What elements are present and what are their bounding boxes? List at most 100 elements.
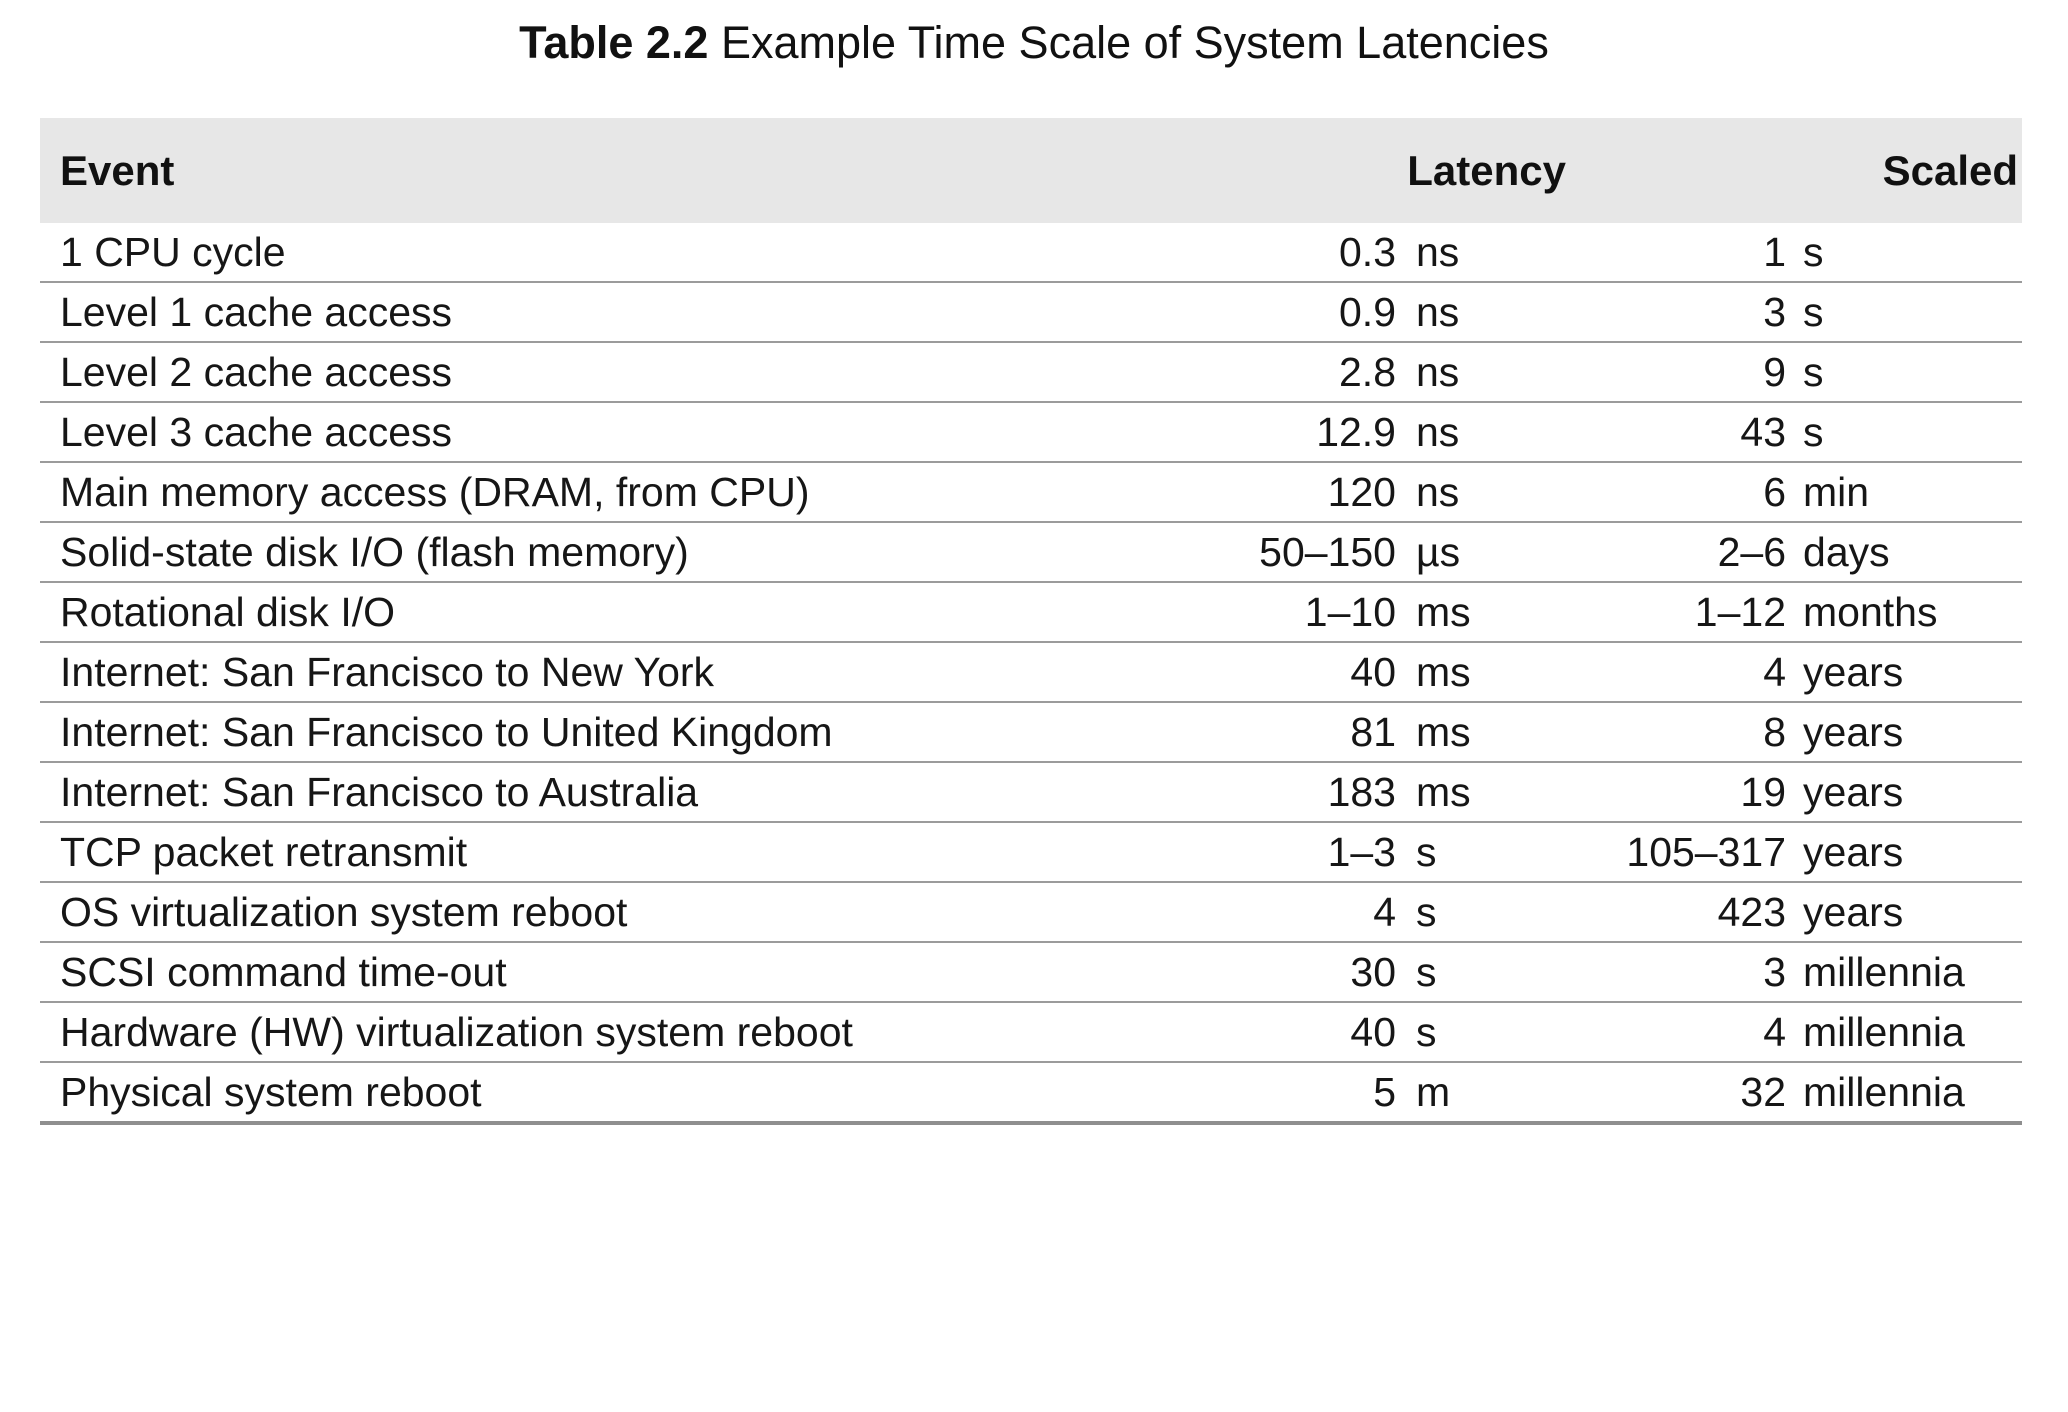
cell-scaled-value: 32 xyxy=(1740,1068,1787,1115)
cell-scaled-value: 8 xyxy=(1763,708,1787,755)
table-row: Internet: San Francisco to Australia 183 m… xyxy=(40,762,2023,822)
cell-scaled-value: 105–317 xyxy=(1626,828,1787,875)
table-row: Internet: San Francisco to New York 40 ms 4… xyxy=(40,642,2023,702)
cell-latency-value: 2.8 xyxy=(1339,348,1396,395)
cell-latency-unit: m xyxy=(1416,1068,1451,1115)
cell-event: Internet: San Francisco to New York xyxy=(60,648,715,695)
table-row: Hardware (HW) virtualization system rebo… xyxy=(40,1002,2023,1062)
cell-event: Internet: San Francisco to United Kingdo… xyxy=(60,708,833,755)
cell-scaled-unit: years xyxy=(1803,648,1904,695)
cell-latency-unit: ms xyxy=(1416,708,1471,755)
table-row: Internet: San Francisco to United Kingdo… xyxy=(40,702,2023,762)
cell-scaled-value: 9 xyxy=(1763,348,1787,395)
table-row: Solid-state disk I/O (flash memory) 50–15… xyxy=(40,522,2023,582)
cell-latency-unit: s xyxy=(1416,1008,1437,1055)
cell-latency-value: 0.3 xyxy=(1339,228,1396,275)
cell-event: Hardware (HW) virtualization system rebo… xyxy=(60,1008,853,1055)
cell-event: TCP packet retransmit xyxy=(60,828,468,875)
cell-latency-value: 40 xyxy=(1350,1008,1396,1055)
cell-event: Level 3 cache access xyxy=(60,408,453,455)
cell-scaled-value: 423 xyxy=(1717,888,1787,935)
cell-latency-unit: ms xyxy=(1416,588,1471,635)
cell-event: Main memory access (DRAM, from CPU) xyxy=(60,468,810,515)
cell-scaled-value: 4 xyxy=(1763,1008,1787,1055)
cell-latency-unit: ns xyxy=(1416,348,1460,395)
cell-latency-unit: ns xyxy=(1416,288,1460,335)
cell-scaled-unit: days xyxy=(1803,528,1890,575)
cell-scaled-unit: millennia xyxy=(1803,1008,1965,1055)
cell-scaled-unit: s xyxy=(1803,348,1824,395)
cell-latency-value: 30 xyxy=(1350,948,1396,995)
cell-event: Internet: San Francisco to Australia xyxy=(60,768,699,815)
cell-scaled-unit: s xyxy=(1803,228,1824,275)
cell-scaled-value: 6 xyxy=(1763,468,1787,515)
caption-label: Table 2.2 xyxy=(519,17,709,68)
cell-scaled-unit: millennia xyxy=(1803,948,1965,995)
cell-scaled-value: 3 xyxy=(1763,948,1787,995)
cell-latency-value: 4 xyxy=(1373,888,1396,935)
cell-latency-unit: s xyxy=(1416,888,1437,935)
table-row: Level 3 cache access 12.9 ns 43 s xyxy=(40,402,2023,462)
cell-latency-unit: ns xyxy=(1416,468,1460,515)
cell-event: SCSI command time-out xyxy=(60,948,507,995)
column-header-scaled: Scaled xyxy=(1882,146,2019,194)
cell-latency-unit: ns xyxy=(1416,408,1460,455)
cell-event: Solid-state disk I/O (flash memory) xyxy=(60,528,689,575)
cell-latency-unit: ns xyxy=(1416,228,1460,275)
cell-scaled-value: 43 xyxy=(1740,408,1787,455)
cell-scaled-value: 1–12 xyxy=(1694,588,1787,635)
cell-scaled-unit: millennia xyxy=(1803,1068,1965,1115)
cell-scaled-unit: years xyxy=(1803,888,1904,935)
column-header-latency: Latency xyxy=(1407,146,1567,194)
cell-latency-value: 120 xyxy=(1327,468,1396,515)
caption-title: Example Time Scale of System Latencies xyxy=(708,17,1549,68)
cell-event: Rotational disk I/O xyxy=(60,588,395,635)
cell-latency-value: 1–3 xyxy=(1327,828,1396,875)
cell-scaled-unit: s xyxy=(1803,408,1824,455)
cell-latency-value: 0.9 xyxy=(1339,288,1396,335)
table-row: SCSI command time-out 30 s 3 millennia xyxy=(40,942,2023,1002)
cell-scaled-unit: months xyxy=(1803,588,1938,635)
cell-latency-value: 12.9 xyxy=(1316,408,1396,455)
cell-latency-value: 1–10 xyxy=(1304,588,1396,635)
cell-scaled-value: 1 xyxy=(1763,228,1787,275)
table-row: Main memory access (DRAM, from CPU) 120 ns… xyxy=(40,462,2023,522)
cell-latency-unit: s xyxy=(1416,948,1437,995)
cell-scaled-unit: years xyxy=(1803,828,1904,875)
cell-event: Level 2 cache access xyxy=(60,348,453,395)
table-caption: Table 2.2 Example Time Scale of System L… xyxy=(0,14,2068,72)
cell-latency-unit: ms xyxy=(1416,768,1471,815)
cell-latency-unit: s xyxy=(1416,828,1437,875)
cell-event: Physical system reboot xyxy=(60,1068,482,1115)
cell-scaled-unit: years xyxy=(1803,708,1904,755)
cell-event: Level 1 cache access xyxy=(60,288,453,335)
cell-scaled-unit: years xyxy=(1803,768,1904,815)
table-row: Rotational disk I/O 1–10 ms 1–12 months xyxy=(40,582,2023,642)
cell-scaled-unit: min xyxy=(1803,468,1870,515)
cell-latency-unit: µs xyxy=(1416,528,1461,575)
cell-latency-value: 183 xyxy=(1327,768,1396,815)
cell-latency-value: 40 xyxy=(1350,648,1396,695)
column-header-event: Event xyxy=(60,146,175,194)
table-row: TCP packet retransmit 1–3 s 105–317 years xyxy=(40,822,2023,882)
table-header: Event Latency Scaled xyxy=(40,118,2023,223)
caption-title-text: Example Time Scale of System Latencies xyxy=(720,17,1549,68)
cell-scaled-value: 4 xyxy=(1763,648,1787,695)
cell-event: OS virtualization system reboot xyxy=(60,888,628,935)
table-header-row: Event Latency Scaled xyxy=(40,118,2023,223)
cell-latency-value: 50–150 xyxy=(1259,528,1396,575)
cell-scaled-value: 2–6 xyxy=(1717,528,1787,575)
cell-event: 1 CPU cycle xyxy=(60,228,286,275)
cell-scaled-value: 3 xyxy=(1763,288,1787,335)
cell-latency-value: 5 xyxy=(1373,1068,1396,1115)
cell-latency-unit: ms xyxy=(1416,648,1471,695)
